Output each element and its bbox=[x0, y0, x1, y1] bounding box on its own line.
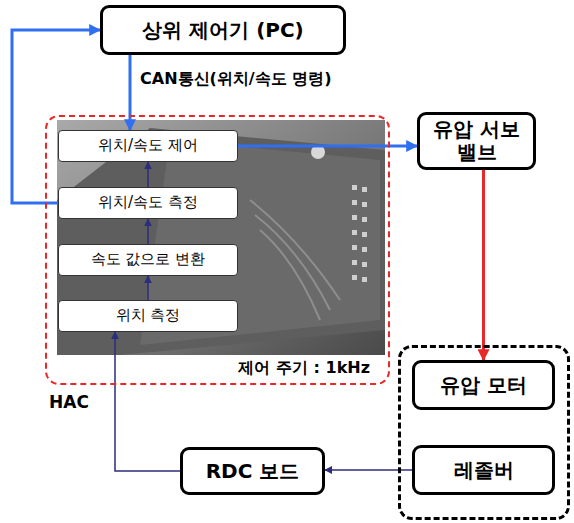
node-label: 유압 서보 밸브 bbox=[426, 118, 527, 164]
pcb-traces bbox=[250, 200, 340, 320]
actuator-group: 유압 모터레졸버 bbox=[398, 345, 570, 520]
node-label: 상위 제어기 (PC) bbox=[142, 19, 304, 42]
cycle-note: 제어 주기 : 1kHz bbox=[236, 358, 372, 379]
node-label: 레졸버 bbox=[454, 459, 514, 482]
process-box: 위치 측정 bbox=[58, 300, 238, 332]
process-box: 위치/속도 제어 bbox=[58, 130, 238, 162]
node-label: RDC 보드 bbox=[206, 460, 300, 483]
node-label: 위치/속도 제어 bbox=[98, 137, 198, 154]
node-label: 속도 값으로 변환 bbox=[91, 251, 206, 268]
edge-label: CAN통신(위치/속도 명령) bbox=[138, 69, 334, 90]
valve-box: 유압 서보 밸브 bbox=[417, 112, 536, 170]
signal-arrow bbox=[482, 170, 485, 360]
pcb-board bbox=[57, 128, 385, 355]
resolver-box: 레졸버 bbox=[412, 445, 555, 495]
photo-ground bbox=[57, 120, 385, 355]
signal-arrow bbox=[147, 276, 149, 300]
node-label: 위치/속도 측정 bbox=[98, 194, 198, 211]
signal-arrow bbox=[147, 162, 149, 187]
signal-arrow bbox=[238, 145, 417, 148]
motor-box: 유압 모터 bbox=[412, 360, 555, 410]
signal-arrow bbox=[115, 332, 180, 471]
signal-arrow bbox=[129, 55, 132, 130]
process-box: 위치/속도 측정 bbox=[58, 187, 238, 219]
node-label: 유압 모터 bbox=[440, 374, 527, 397]
region-title: HAC bbox=[49, 392, 89, 412]
hac-region: HAC제어 주기 : 1kHz위치/속도 제어위치/속도 측정속도 값으로 변환… bbox=[45, 115, 390, 385]
pin-header bbox=[352, 185, 367, 282]
rdc-box: RDC 보드 bbox=[180, 447, 325, 495]
process-box: 속도 값으로 변환 bbox=[58, 244, 238, 276]
signal-arrow bbox=[147, 219, 149, 244]
controller-box: 상위 제어기 (PC) bbox=[100, 5, 346, 55]
node-label: 위치 측정 bbox=[116, 307, 181, 324]
